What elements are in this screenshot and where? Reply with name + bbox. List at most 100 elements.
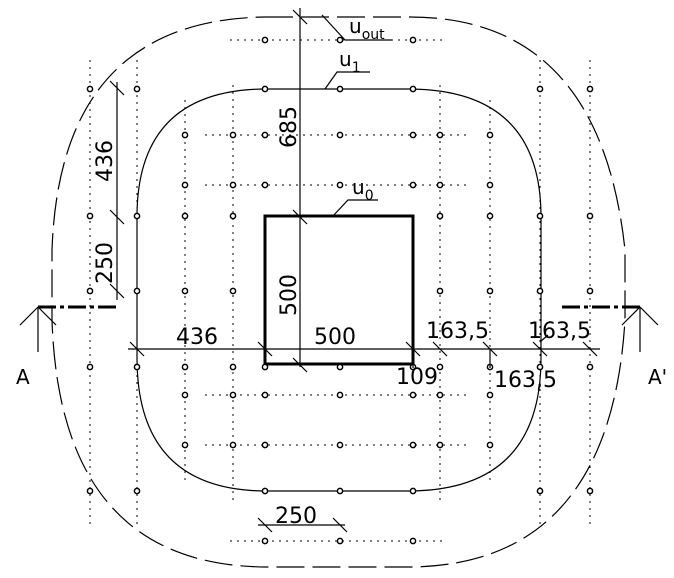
grid-lines: [89, 39, 591, 542]
dimension-tick: [432, 341, 448, 357]
u-out-base: u: [349, 14, 362, 38]
stud: [409, 85, 417, 93]
stud: [261, 131, 269, 139]
stud: [536, 85, 544, 93]
section-arrow-head: [19, 306, 39, 326]
stud: [586, 287, 594, 295]
stud: [336, 85, 344, 93]
dimension-500-horizontal: 500: [314, 325, 356, 350]
stud: [133, 85, 141, 93]
dimension-tick: [292, 357, 308, 373]
u-1-leader: [324, 71, 370, 90]
u-0-leader: [331, 199, 378, 218]
stud: [229, 287, 237, 295]
stud: [181, 441, 189, 449]
stud: [536, 487, 544, 495]
stud: [486, 181, 494, 189]
stud: [261, 441, 269, 449]
stud: [336, 363, 344, 371]
dimension-163-5-a: 163,5: [426, 319, 489, 344]
u-1-subscript: 1: [352, 60, 361, 76]
stud: [436, 287, 444, 295]
stud: [261, 391, 269, 399]
stud: [486, 391, 494, 399]
leader-line: [539, 334, 549, 343]
u-1-base: u: [339, 47, 352, 71]
stud: [261, 537, 269, 545]
stud: [181, 287, 189, 295]
section-label-a-prime: A': [648, 365, 667, 389]
dimension-tick: [292, 209, 308, 225]
stud: [336, 441, 344, 449]
stud: [229, 363, 237, 371]
dimension-tick: [332, 517, 348, 533]
stud: [86, 287, 94, 295]
stud: [536, 212, 544, 220]
dimension-163-5-c: 163,5: [494, 368, 557, 393]
dimension-tick: [257, 517, 273, 533]
u-out-subscript: out: [362, 27, 385, 43]
stud: [261, 181, 269, 189]
stud: [486, 441, 494, 449]
stud: [261, 85, 269, 93]
stud: [409, 391, 417, 399]
stud: [536, 363, 544, 371]
stud: [133, 287, 141, 295]
stud: [133, 487, 141, 495]
section-a-marker: [19, 305, 118, 352]
stud: [409, 36, 417, 44]
dimension-ticks: [109, 9, 598, 533]
stud: [133, 212, 141, 220]
stud: [261, 487, 269, 495]
u-1-perimeter: [136, 88, 542, 492]
stud: [181, 212, 189, 220]
dimension-109: 109: [396, 365, 438, 390]
dimension-436-vertical: 436: [93, 140, 118, 182]
stud: [181, 391, 189, 399]
stud: [181, 131, 189, 139]
dimension-tick: [532, 341, 548, 357]
stud: [409, 441, 417, 449]
stud: [336, 537, 344, 545]
dimension-lines: [116, 8, 600, 526]
stud: [86, 363, 94, 371]
u-1-label: u1: [339, 47, 361, 76]
stud: [229, 131, 237, 139]
stud: [261, 36, 269, 44]
dimension-tick: [109, 80, 125, 96]
stud: [229, 391, 237, 399]
stud-rails: [86, 36, 594, 545]
stud: [336, 181, 344, 189]
dimension-tick: [257, 341, 273, 357]
u-out-leader: [321, 14, 392, 41]
stud: [436, 212, 444, 220]
dimension-500-vertical: 500: [277, 274, 302, 316]
stud: [536, 287, 544, 295]
dimension-tick: [292, 9, 308, 25]
dimension-tick: [109, 209, 125, 225]
u-out-perimeter: [51, 16, 626, 568]
u-0-base: u: [352, 175, 365, 199]
stud: [133, 363, 141, 371]
stud: [181, 363, 189, 371]
dimension-436-horizontal: 436: [176, 325, 218, 350]
stud: [586, 85, 594, 93]
stud: [436, 441, 444, 449]
dimension-tick: [109, 283, 125, 299]
stud: [436, 181, 444, 189]
stud: [86, 85, 94, 93]
stud: [409, 487, 417, 495]
stud: [181, 181, 189, 189]
stud: [336, 391, 344, 399]
stud: [86, 212, 94, 220]
dimension-leaders: [412, 334, 549, 368]
stud: [336, 487, 344, 495]
section-arrow-head: [639, 306, 659, 326]
perimeter-label-leaders: [321, 14, 392, 218]
stud: [436, 363, 444, 371]
stud: [229, 212, 237, 220]
dimension-tick: [582, 341, 598, 357]
stud: [586, 212, 594, 220]
